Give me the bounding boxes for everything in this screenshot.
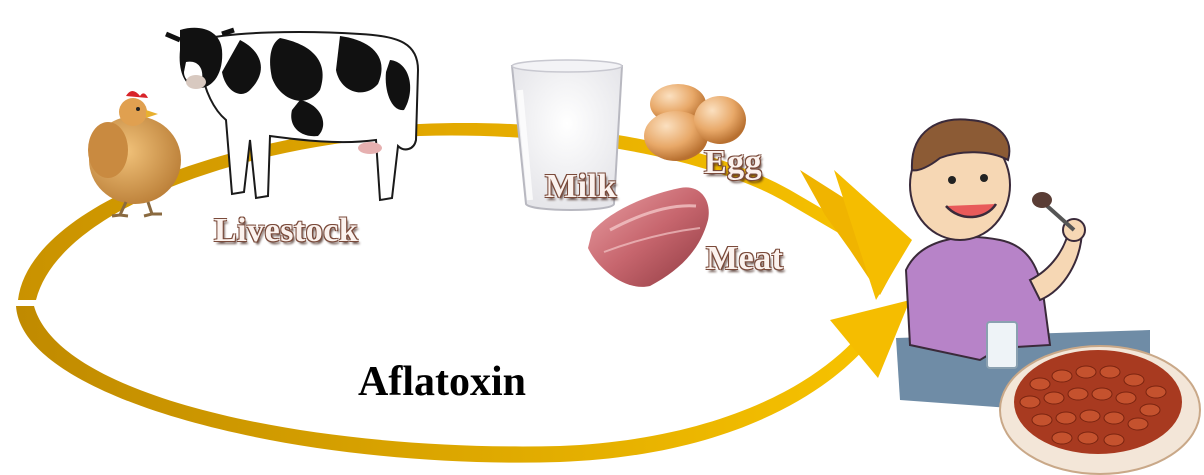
- milk-label: Milk: [545, 168, 617, 206]
- meat-label: Meat: [706, 240, 784, 278]
- chicken-icon: [88, 91, 181, 216]
- aflatoxin-label: Aflatoxin: [358, 358, 526, 406]
- egg-label: Egg: [704, 144, 762, 182]
- beans-plate-icon: [1000, 346, 1200, 474]
- livestock-label: Livestock: [214, 212, 358, 250]
